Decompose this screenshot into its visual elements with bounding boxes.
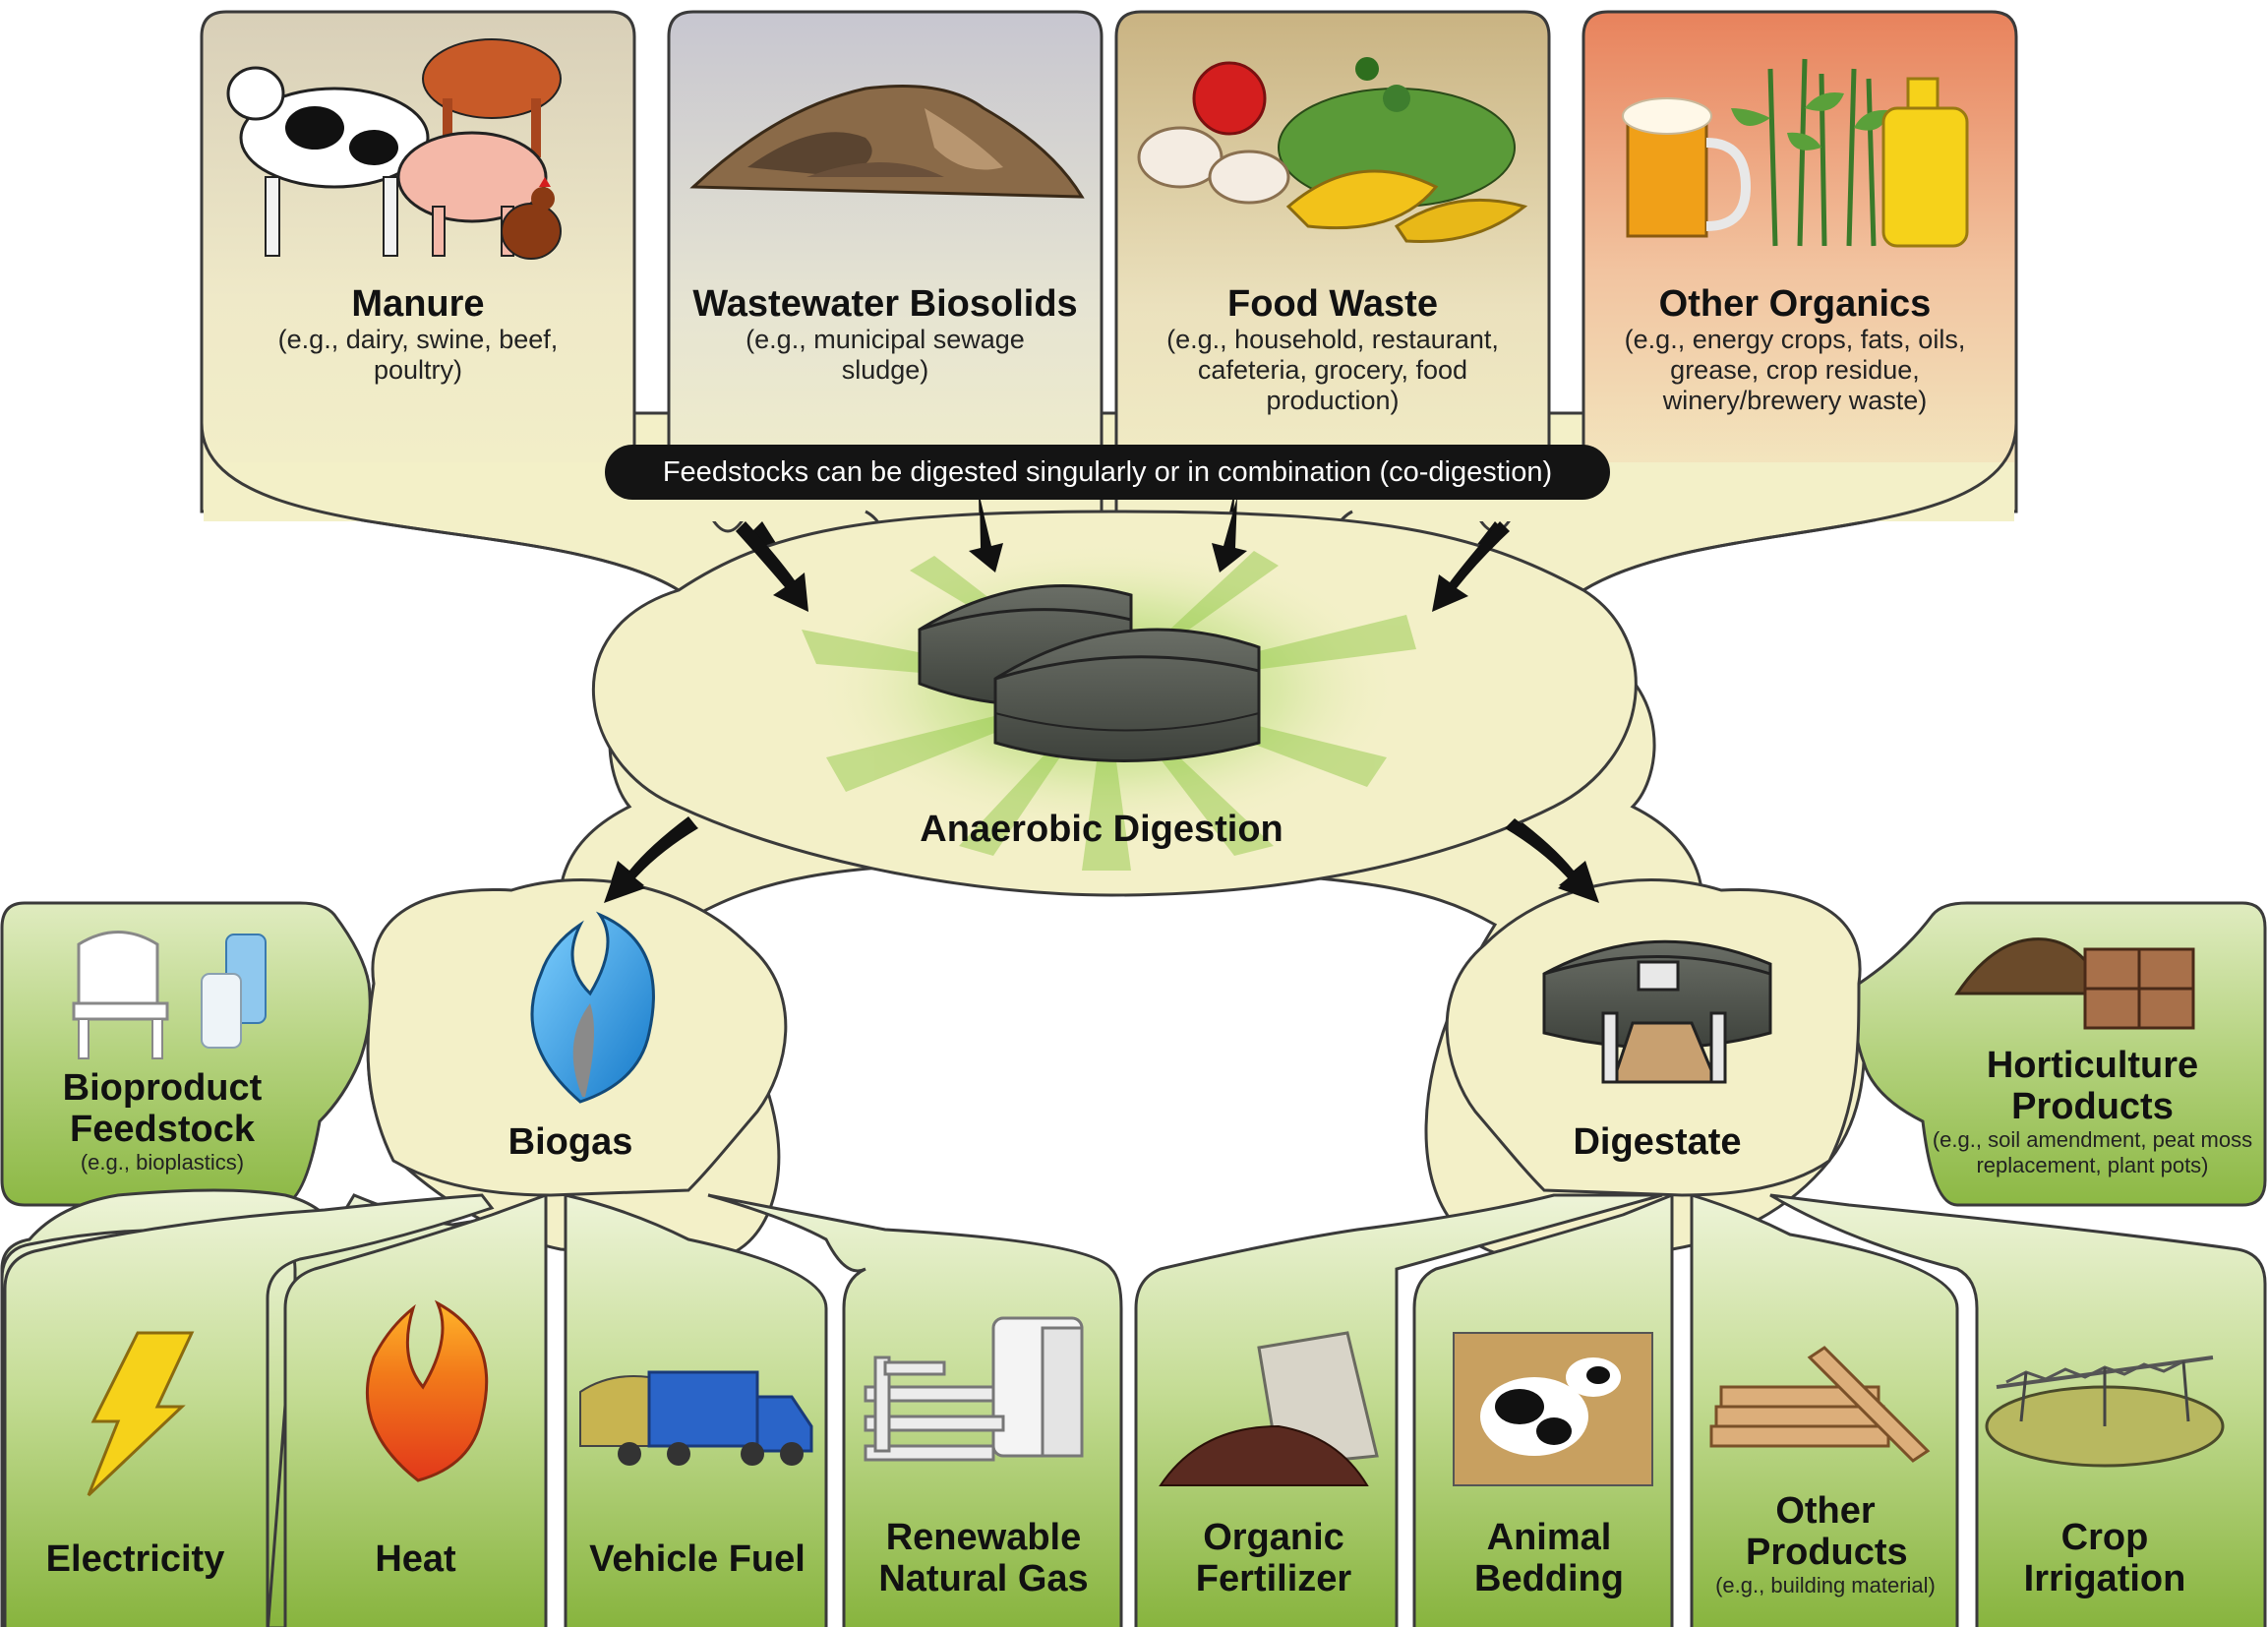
box-out-1 bbox=[3, 1193, 495, 1627]
wastewater-title: Wastewater Biosolids bbox=[692, 283, 1078, 325]
horticulture-title: Horticulture Products bbox=[1986, 1045, 2199, 1127]
calf-icon bbox=[1453, 1332, 1653, 1486]
food-scraps-icon bbox=[1137, 57, 1528, 244]
output-crop-irrigation: Crop Irrigation bbox=[2023, 1517, 2186, 1599]
output-vehicle-fuel: Vehicle Fuel bbox=[589, 1538, 806, 1580]
bioproduct-desc: (e.g., bioplastics) bbox=[80, 1150, 245, 1175]
cow-icon bbox=[226, 38, 562, 260]
beer-crops-oil-icon bbox=[1622, 58, 1969, 248]
output-heat: Heat bbox=[375, 1538, 456, 1580]
horticulture-desc: (e.g., soil amendment, peat moss replace… bbox=[1932, 1127, 2253, 1177]
lumber-icon bbox=[1709, 1346, 1931, 1463]
co-digestion-banner: Feedstocks can be digested singularly or… bbox=[605, 445, 1610, 500]
output-animal-bedding: Animal Bedding bbox=[1474, 1517, 1624, 1599]
pipes-tank-icon bbox=[864, 1316, 1084, 1462]
box-out-4 bbox=[707, 1193, 1123, 1627]
flame-icon bbox=[530, 911, 655, 1104]
food-waste-title: Food Waste bbox=[1227, 283, 1438, 325]
fertilizer-bag-icon bbox=[1159, 1331, 1379, 1486]
wastewater-desc: (e.g., municipal sewage sludge) bbox=[746, 325, 1025, 385]
box-out-5 bbox=[1134, 1193, 1663, 1627]
manure-desc: (e.g., dairy, swine, beef, poultry) bbox=[277, 325, 559, 385]
output-renewable-natural-gas: Renewable Natural Gas bbox=[878, 1517, 1089, 1599]
manure-title: Manure bbox=[351, 283, 485, 325]
flow-arrows-top bbox=[604, 497, 1599, 903]
heat-flame-icon bbox=[366, 1299, 489, 1482]
output-other-products: Other Products bbox=[1746, 1490, 1908, 1573]
sludge-pile-icon bbox=[689, 85, 1085, 199]
irrigation-icon bbox=[1985, 1356, 2225, 1468]
biogas-label: Biogas bbox=[507, 1121, 633, 1163]
chair-bottle-icon bbox=[72, 931, 267, 1059]
digestate-tank-icon bbox=[1542, 939, 1772, 1084]
other-organics-desc: (e.g., energy crops, fats, oils, grease,… bbox=[1624, 325, 1966, 415]
food-waste-desc: (e.g., household, restaurant, cafeteria,… bbox=[1166, 325, 1499, 415]
output-organic-fertilizer: Organic Fertilizer bbox=[1195, 1517, 1352, 1599]
lightning-icon bbox=[87, 1331, 195, 1497]
truck-icon bbox=[579, 1370, 813, 1466]
output-other-products-desc: (e.g., building material) bbox=[1715, 1573, 1936, 1597]
digestate-label: Digestate bbox=[1573, 1121, 1742, 1163]
digester-tanks bbox=[918, 584, 1261, 762]
soil-pots-icon bbox=[1954, 937, 2195, 1030]
other-organics-title: Other Organics bbox=[1658, 283, 1932, 325]
output-electricity: Electricity bbox=[45, 1538, 225, 1580]
bioproduct-title: Bioproduct Feedstock bbox=[62, 1067, 263, 1150]
anaerobic-digestion-label: Anaerobic Digestion bbox=[920, 809, 1283, 850]
